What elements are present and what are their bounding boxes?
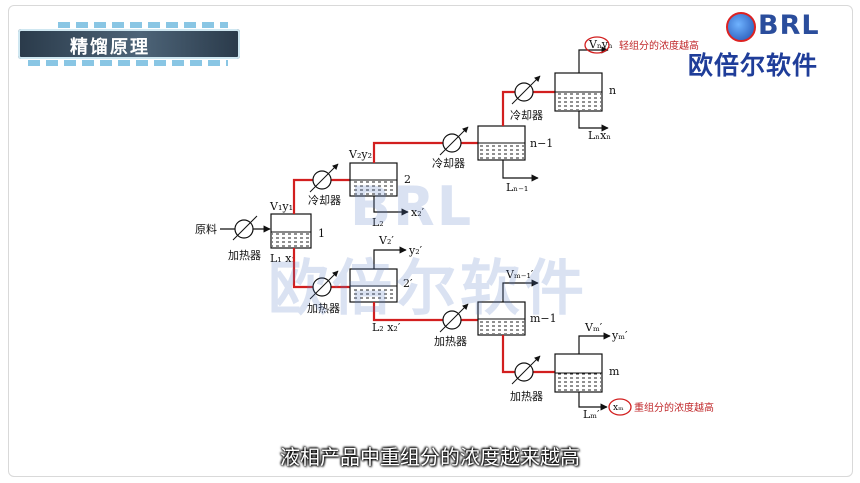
video-frame: [8, 5, 853, 477]
bottom-highlight-circle: [608, 398, 632, 416]
stage-n1-liquid-label: Lₙ₋₁: [506, 181, 528, 194]
stage-1-liquid-label: L₁ x₁: [270, 252, 296, 265]
heater-1: [309, 270, 339, 300]
cooler-1-label: 冷却器: [308, 194, 341, 207]
banner-decoration: [28, 60, 228, 66]
stage-n1-vessel: [477, 125, 526, 161]
stage-n1-number: n−1: [530, 137, 553, 150]
heater-3-label: 加热器: [510, 390, 543, 403]
stage-m-vapor-outlet: [578, 332, 611, 354]
heater-3: [511, 355, 541, 385]
cooler-2: [439, 126, 469, 156]
stage-m-liquid-label: Lₘ′: [583, 408, 600, 421]
cooler-3: [511, 75, 541, 105]
section-banner: 精馏原理: [18, 22, 240, 66]
page-title: 精馏原理: [70, 37, 150, 58]
stage-2-vapor-label: V₂y₂: [348, 148, 372, 161]
feed-label: 原料: [195, 222, 217, 236]
heater-2-label: 加热器: [434, 335, 467, 348]
watermark-company: 欧倍尔软件: [268, 254, 588, 324]
stage-n-liquid-label: Lₙxₙ: [588, 129, 611, 142]
logo-company-name: 欧倍尔软件: [688, 51, 819, 80]
stage-n-vessel: [554, 72, 603, 112]
stage-2p-number: 2′: [403, 277, 413, 290]
stage-m1-vapor-label: Vₘ₋₁′: [505, 268, 534, 281]
company-logo: BRL 欧倍尔软件: [680, 8, 850, 80]
logo-brand: BRL: [758, 10, 820, 41]
cooler-1: [309, 163, 339, 193]
stage-n-vapor-outlet: [578, 46, 609, 73]
watermark-brand: BRL: [350, 175, 474, 238]
stage-1-vapor-label: V₁y₁: [269, 200, 293, 213]
stage-m-vapor-label: Vₘ′: [584, 321, 603, 334]
stage-2p-vessel: [349, 268, 398, 303]
stage-2-liquid-outlet: [373, 196, 409, 216]
stage-1-vessel: [270, 213, 312, 249]
stage-n-vapor-label: Vₙyₙ: [588, 38, 613, 51]
stage-n-number: n: [609, 84, 616, 97]
stage-2-liquid-x-label: x₂′: [411, 206, 425, 219]
stage-m-liquid-x-label: xₘ: [613, 403, 624, 413]
stage-2p-vapor-label: V₂′: [378, 234, 394, 247]
banner-decoration: [58, 22, 228, 28]
stage-m-vessel: [554, 353, 603, 393]
stage-n1-liquid-outlet: [502, 160, 539, 182]
stage-m-number: m: [609, 365, 620, 378]
stage-m1-vapor-outlet: [502, 279, 539, 302]
stage-m1-number: m−1: [530, 312, 557, 325]
stage-2-number: 2: [404, 173, 411, 186]
stage-2p-liquid-label: L₂ x₂′: [372, 321, 401, 334]
stage-1-number: 1: [318, 227, 325, 240]
heater-1-label: 加热器: [307, 302, 340, 315]
stage-m-liquid-outlet: [578, 392, 608, 411]
stage-m-vapor-y-label: yₘ′: [611, 329, 628, 342]
bottom-callout: 重组分的浓度越高: [634, 401, 714, 414]
stage-2p-vapor-y-label: y₂′: [408, 244, 423, 257]
stage-m1-vessel: [477, 301, 526, 336]
vapor-line-n1-to-n: [501, 90, 555, 126]
video-subtitle: 液相产品中重组分的浓度越来越高: [280, 445, 580, 469]
globe-icon: [726, 12, 756, 42]
stage-2-liquid-label: L₂: [372, 216, 384, 229]
feed-heater: [232, 215, 258, 241]
heater-2: [439, 303, 469, 333]
stage-2p-vapor-outlet: [373, 246, 407, 269]
stage-n-liquid-outlet: [578, 111, 609, 132]
top-highlight-circle: [584, 36, 610, 54]
liquid-line-m1-to-m: [501, 335, 555, 374]
feed-heater-label: 加热器: [228, 249, 261, 262]
cooler-3-label: 冷却器: [510, 109, 543, 122]
cooler-2-label: 冷却器: [432, 157, 465, 170]
top-callout: 轻组分的浓度越高: [619, 39, 699, 52]
